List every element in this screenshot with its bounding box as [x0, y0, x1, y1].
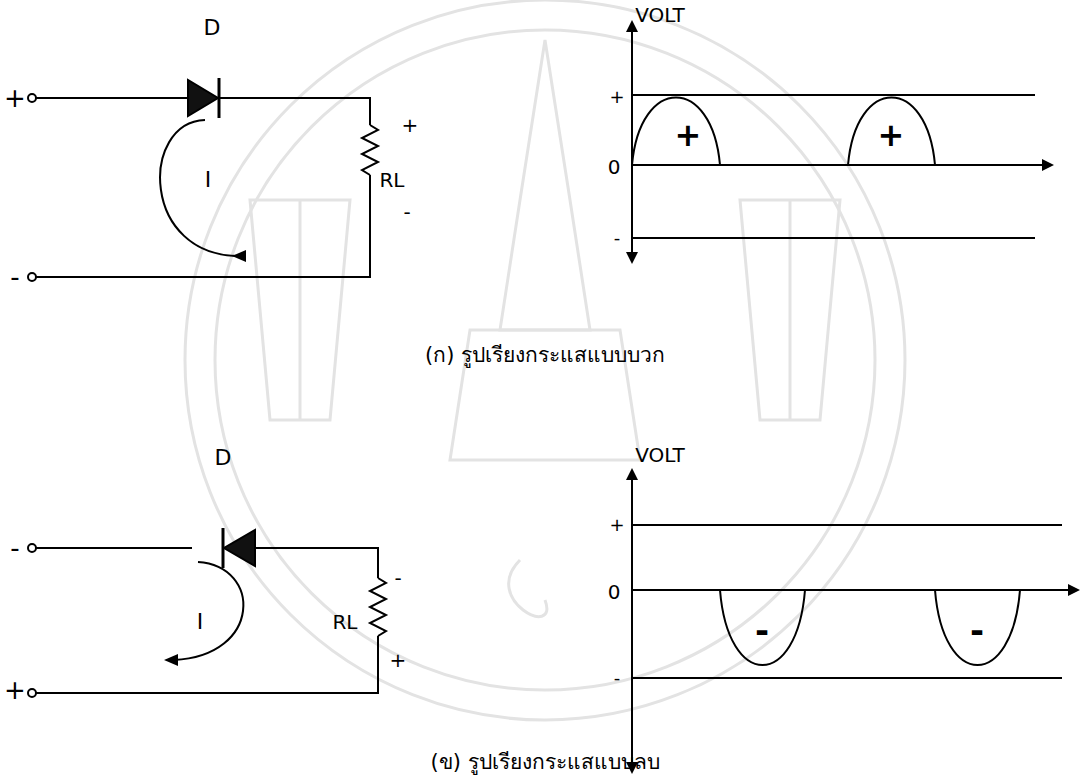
axis-tick: - — [614, 669, 621, 687]
polarity-sign: + — [402, 115, 419, 135]
resistor-symbol — [362, 125, 378, 175]
current-label: I — [205, 169, 212, 191]
axis-tick: 0 — [608, 157, 621, 177]
time-axis — [632, 164, 1052, 166]
terminal-sign: + — [4, 85, 26, 111]
part-name: D — [215, 447, 232, 469]
wire — [36, 548, 378, 693]
volt-axis — [631, 22, 633, 262]
time-axis — [632, 589, 1078, 591]
axis-label: VOLT — [635, 5, 685, 25]
caption: (ข) รูปเรียงกระแสแบบลบ — [430, 752, 659, 773]
polarity-sign: - — [403, 202, 410, 222]
current-label: I — [197, 611, 204, 633]
wave-sign: - — [970, 613, 984, 647]
wave-sign: + — [878, 119, 905, 151]
terminal — [28, 94, 36, 102]
current-arrow — [160, 120, 242, 256]
axis-tick: - — [614, 229, 621, 247]
terminal-sign: - — [10, 535, 19, 561]
terminal — [28, 689, 36, 697]
caption: (ก) รูปเรียงกระแสแบบบวก — [425, 345, 665, 366]
volt-axis — [631, 470, 633, 772]
arrowhead — [164, 654, 178, 666]
level-line — [632, 95, 1035, 238]
wire — [36, 98, 370, 277]
axis-tick: + — [609, 516, 624, 534]
terminal — [28, 544, 36, 552]
level-line — [632, 525, 1062, 678]
axis-tick: + — [609, 88, 624, 106]
part-name: D — [204, 17, 221, 39]
polarity-sign: - — [394, 568, 401, 588]
wave-sign: + — [675, 119, 702, 151]
wave-sign: - — [755, 613, 769, 647]
terminal-sign: + — [4, 677, 26, 703]
axis-tick: 0 — [608, 582, 621, 602]
part-name: RL — [379, 170, 404, 190]
terminal — [28, 273, 36, 281]
axis-label: VOLT — [635, 445, 685, 465]
half-wave — [632, 98, 935, 166]
resistor-symbol — [370, 578, 386, 636]
diode-symbol — [223, 528, 255, 568]
current-arrow — [174, 562, 243, 660]
diode-symbol — [188, 78, 219, 118]
part-name: RL — [332, 612, 357, 632]
polarity-sign: + — [390, 650, 407, 670]
half-wave — [720, 590, 1020, 665]
terminal-sign: - — [10, 264, 19, 290]
arrowhead — [232, 250, 246, 262]
